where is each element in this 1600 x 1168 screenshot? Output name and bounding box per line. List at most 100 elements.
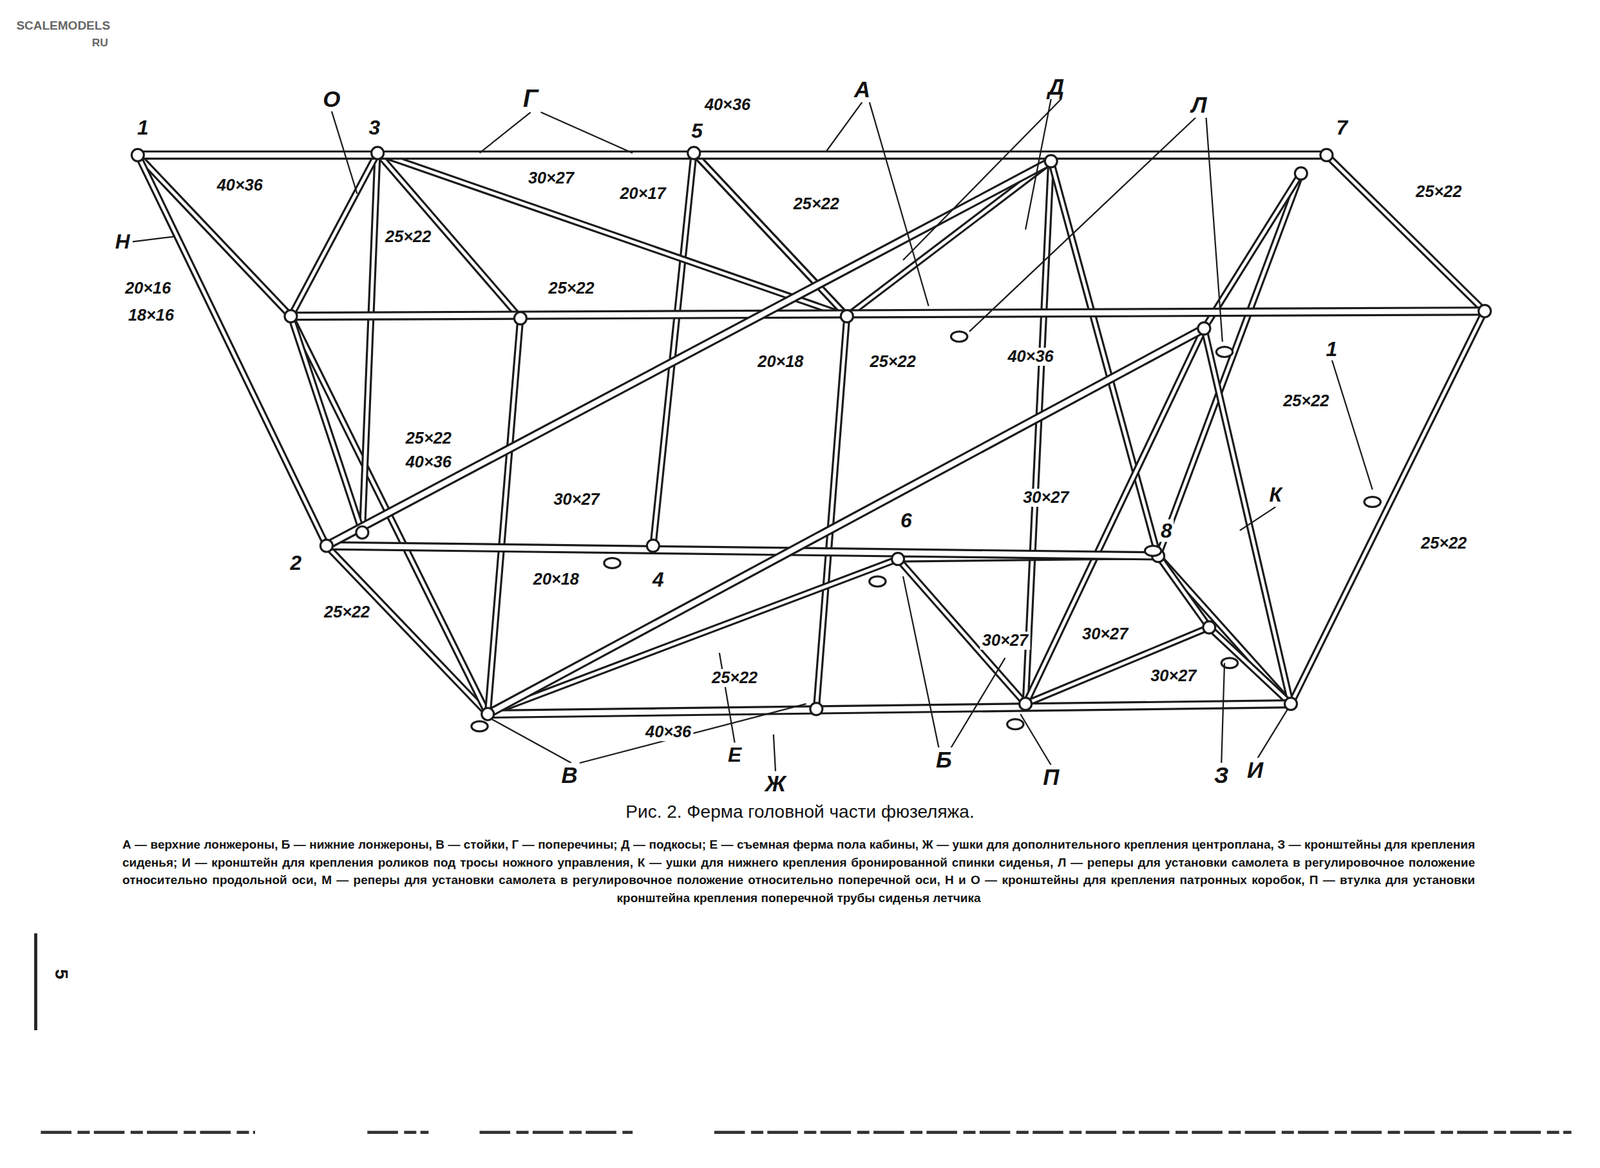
tube-body [1209,627,1291,705]
tube-body [1203,173,1301,329]
tube-body [361,153,378,533]
tube-outline [137,155,327,547]
callout-label: 25×22 [322,603,372,622]
tube-body [1025,161,1052,705]
callout-label: Д [1046,74,1067,99]
tube-outline [1025,161,1052,705]
tube-outline [290,311,1485,317]
bracket-clamp [1364,497,1381,508]
tube-body [1158,173,1302,556]
tube-outline [1290,311,1485,705]
joint-node [371,146,384,160]
figure-caption: А — верхние лонжероны, Б — нижние лонжер… [122,836,1476,907]
tube-body [1326,155,1485,312]
callout-label: 40×36 [403,453,454,472]
tube-body [1203,328,1291,705]
joint-node [810,703,823,716]
bracket-clamp [869,576,886,587]
tube-outline [326,546,1159,557]
callout-label: 25×22 [709,669,760,688]
callout-label: 25×22 [546,279,597,298]
tube-body [1025,328,1204,705]
bracket-clamp [1216,347,1233,358]
tube-body [487,318,521,715]
scan-edge [40,1131,1572,1135]
tube-outline [361,153,378,533]
callout-label: 30×27 [980,631,1030,650]
leader-line [579,704,807,764]
leader-line [950,658,1005,748]
callout-label: К [1266,483,1284,507]
joint-node [1044,155,1058,168]
callout-label: Ж [763,771,788,796]
joint-node [1478,305,1491,318]
callout-label: 20×18 [755,352,806,372]
callout-label: 25×22 [403,429,454,448]
callout-label: 6 [898,509,915,533]
callout-label: 25×22 [1281,392,1331,411]
tube-body [137,155,327,547]
tube-outline [816,316,848,710]
callout-label: 30×27 [1148,667,1199,686]
callout-label: 1 [1324,337,1340,361]
callout-label: 25×22 [868,352,918,372]
leader-line [719,653,735,743]
joint-node [687,146,701,160]
watermark: RU [90,36,111,49]
tube-body [137,152,1327,158]
callout-label: 8 [1158,519,1175,542]
tube-outline [1326,155,1485,312]
leader-line [773,734,776,772]
callout-label: И [1245,758,1266,783]
callout-label: Г [521,85,540,113]
figure-title: Рис. 2. Ферма головной части фюзеляжа. [0,801,1600,823]
tube-outline [137,150,1327,160]
callout-label: А [852,77,873,102]
tube-outline [487,318,521,715]
leader-line [132,237,174,243]
joint-node [892,553,905,566]
tube-outline [377,153,848,317]
watermark: SCALEMODELS [14,18,113,33]
callout-label: 2 [288,552,305,575]
leader-line [479,112,531,153]
callout-label: 1 [135,116,151,140]
leader-line [869,101,929,306]
joint-node [284,310,297,323]
leader-line [331,111,358,194]
callout-label: Л [1189,92,1209,118]
bracket-clamp [1007,719,1024,730]
bracket-clamp [1144,546,1161,557]
joint-node [1320,148,1333,162]
tube-body [290,311,1485,317]
tube-outline [1158,555,1210,628]
tube-body [290,153,378,317]
tube-body [377,153,848,317]
callout-label: 20×16 [123,279,173,298]
tube-body [326,546,1159,557]
tube-outline [1158,173,1302,556]
tube-outline [1209,627,1291,705]
callout-label: 3 [367,116,383,140]
joint-node [1019,698,1032,711]
leader-line [492,719,572,764]
tube-body [326,546,488,715]
leader-line [1221,663,1225,764]
callout-label: З [1212,763,1231,788]
callout-label: П [1040,765,1061,790]
tube-body [816,316,848,710]
leader-line [903,99,1062,261]
callout-label: Б [933,747,954,773]
tube-outline [1203,328,1291,705]
callout-label: В [559,763,580,788]
callout-label: 30×27 [526,169,576,188]
tube-outline [487,704,1291,715]
callout-label: 40×36 [643,723,694,743]
callout-label: 40×36 [1005,348,1056,367]
joint-node [1198,322,1211,335]
joint-node [1284,698,1297,711]
callout-label: 20×18 [531,570,581,589]
tube-outline [1025,328,1204,705]
callout-label: 25×22 [383,228,433,247]
tube-body [847,161,1052,317]
